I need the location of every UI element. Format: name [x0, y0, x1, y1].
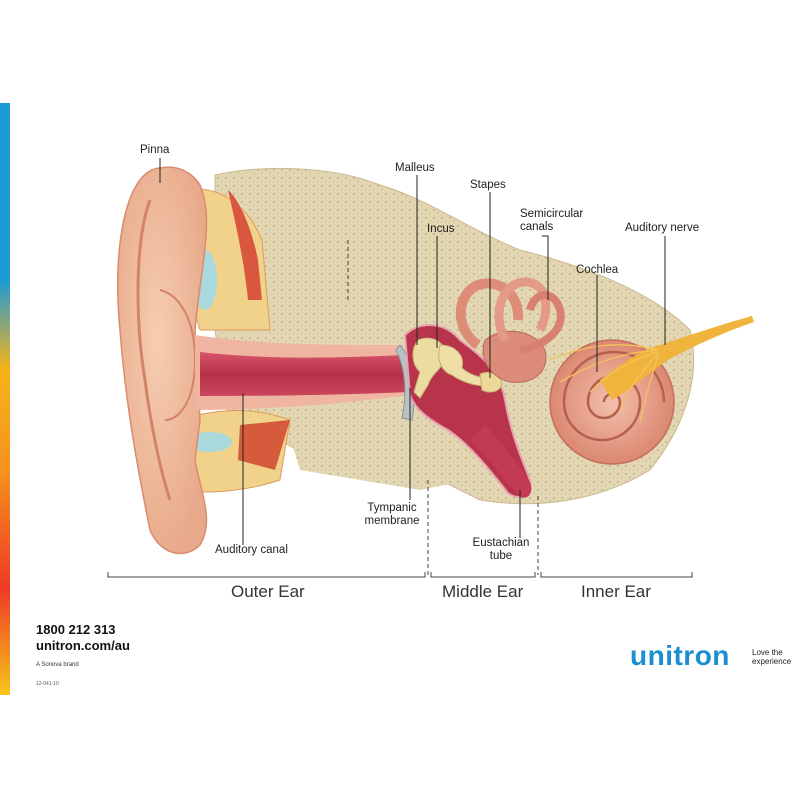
- muscle-upper: [228, 190, 262, 300]
- label-stapes: Stapes: [470, 179, 506, 191]
- leader-lines: [159, 158, 666, 545]
- section-outer-ear: Outer Ear: [231, 582, 305, 601]
- unitron-logo: unitron: [630, 640, 730, 671]
- label-pinna: Pinna: [140, 144, 170, 156]
- auditory-nerve-shape: [600, 316, 754, 400]
- canal-shape: [200, 352, 410, 396]
- section-dividers: [347, 240, 539, 575]
- footer-phone: 1800 212 313: [36, 622, 116, 637]
- section-middle-ear: Middle Ear: [442, 582, 524, 601]
- canal-loop-1: [455, 278, 524, 350]
- pinna-shape: [116, 166, 208, 555]
- cartilage-blob-2: [188, 432, 232, 452]
- section-braces: [107, 572, 693, 578]
- muscle-lower: [238, 420, 290, 470]
- logo-tagline: Love the experience: [752, 648, 792, 666]
- pinna-concha: [159, 289, 197, 421]
- nerve-fibers: [549, 344, 659, 423]
- label-incus: Incus: [427, 223, 455, 235]
- section-inner-ear: Inner Ear: [581, 582, 651, 601]
- cochlea-spiral: [562, 350, 666, 442]
- pinna-fold: [136, 199, 172, 501]
- eustachian-tube-shape: [470, 425, 532, 498]
- footer-brand-note: A Sonova brand: [36, 662, 79, 668]
- canal-loop-2: [494, 277, 551, 343]
- temporal-bone-lower: [285, 410, 470, 490]
- stapes-shape: [479, 371, 503, 393]
- label-eustachian-tube: Eustachian tube: [472, 537, 530, 562]
- malleus-shape: [412, 337, 446, 399]
- label-cochlea: Cochlea: [576, 264, 619, 276]
- label-auditory-canal: Auditory canal: [215, 544, 288, 556]
- label-semicircular-canals: Semicircular canals: [520, 208, 584, 233]
- label-auditory-nerve: Auditory nerve: [625, 222, 700, 234]
- label-tympanic-membrane: Tympanic membrane: [364, 502, 420, 527]
- brand-color-stripe: [0, 103, 10, 695]
- label-malleus: Malleus: [395, 162, 435, 174]
- footer-website[interactable]: unitron.com/au: [36, 638, 130, 653]
- canal-loop-3: [519, 291, 565, 354]
- footer-code: 12-041-10: [36, 681, 59, 687]
